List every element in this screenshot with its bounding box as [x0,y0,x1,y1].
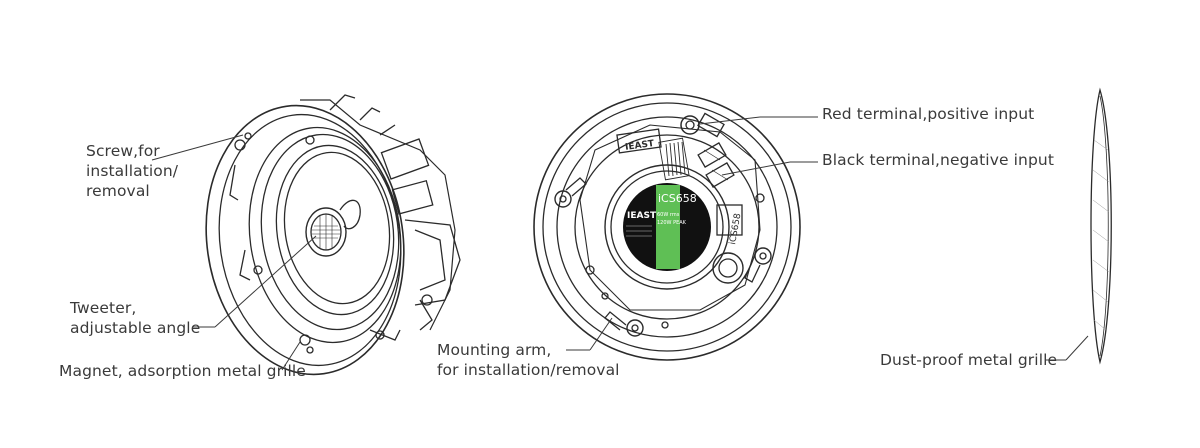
side-model-text: iCS658 [728,212,743,245]
label-mounting-arm: Mounting arm, for installation/removal [437,340,620,380]
label-power-rms: 60W rms [657,212,680,218]
label-black-terminal: Black terminal,negative input [822,151,1055,169]
label-tweeter: Tweeter, adjustable angle [70,298,200,338]
label-red-terminal: Red terminal,positive input [822,105,1035,123]
speaker-rear-view [533,93,801,361]
label-brand: IEAST [627,211,657,221]
label-power-peak: 120W PEAK [657,220,687,226]
product-label: iCS658 60W rms 120W PEAK IEAST [623,183,711,271]
leader-lines [151,116,1089,371]
label-screw: Screw,for installation/ removal [86,141,178,201]
red-terminal-shape [680,112,725,138]
label-mounting-arm-line-1: Mounting arm, [437,341,552,359]
label-model: iCS658 [658,192,697,205]
label-screw-line-3: removal [86,182,150,200]
label-mounting-arm-line-2: for installation/removal [437,361,620,379]
brand-plate-text: IEAST [625,139,656,153]
grille-edge-view [1090,87,1112,365]
label-tweeter-line-1: Tweeter, [70,299,137,317]
speaker-side-view [205,94,461,376]
label-dust-grille: Dust-proof metal grille [880,351,1058,369]
label-screw-line-2: installation/ [86,162,179,180]
black-terminal-shape [697,142,735,188]
label-tweeter-line-2: adjustable angle [70,319,201,337]
label-screw-line-1: Screw,for [86,142,160,160]
label-magnet: Magnet, adsorption metal grille [59,362,306,380]
